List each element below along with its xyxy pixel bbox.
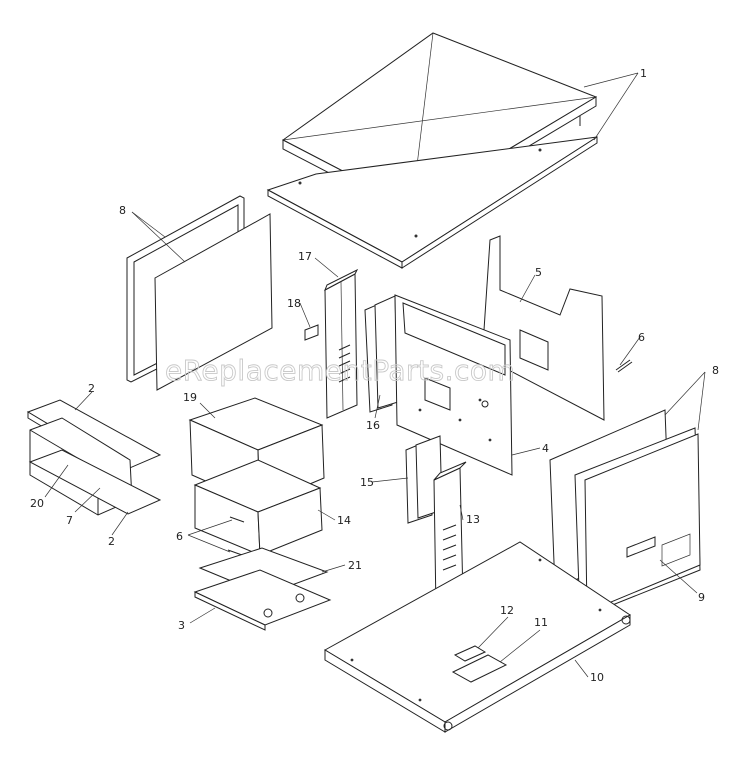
- callout-17: 17: [298, 250, 312, 263]
- part-6-clips-left: [227, 516, 245, 556]
- callout-6-left: 6: [176, 530, 183, 543]
- part-2-lid-lower: [28, 449, 162, 515]
- part-8-right-side-panels: [549, 409, 701, 619]
- part-4-control-frame: [394, 294, 513, 476]
- part-6-clip-right: [615, 359, 633, 373]
- callout-20: 20: [30, 497, 44, 510]
- callout-18: 18: [287, 297, 301, 310]
- callout-14: 14: [337, 514, 351, 527]
- callout-5: 5: [535, 266, 542, 279]
- part-13-front-column: [433, 461, 467, 611]
- callout-1: 1: [640, 67, 647, 80]
- part-10-base-frame: [323, 541, 631, 733]
- callout-2-lower: 2: [108, 535, 115, 548]
- callout-7: 7: [66, 514, 73, 527]
- part-17-side-bracket: [324, 268, 359, 419]
- callout-8-left: 8: [119, 204, 126, 217]
- part-8-left-side-panels: [126, 195, 273, 391]
- callout-10: 10: [590, 671, 604, 684]
- callout-16: 16: [366, 419, 380, 432]
- callout-13: 13: [466, 513, 480, 526]
- part-5-back-panel: [479, 235, 605, 421]
- callout-11: 11: [534, 616, 548, 629]
- callout-12: 12: [500, 604, 514, 617]
- part-3-base-tray: [193, 569, 332, 631]
- callout-15: 15: [360, 476, 374, 489]
- callout-6-right: 6: [638, 331, 645, 344]
- part-18-label: [304, 324, 319, 341]
- callout-2-upper: 2: [88, 382, 95, 395]
- part-14-lower-box: [193, 459, 323, 556]
- callout-19: 19: [183, 391, 197, 404]
- callout-8-right: 8: [712, 364, 719, 377]
- leader-lines: [44, 72, 706, 678]
- callout-21: 21: [348, 559, 362, 572]
- watermark-text: eReplacementParts.com: [165, 354, 515, 387]
- part-1-top-panel: [266, 136, 598, 269]
- callout-3: 3: [178, 619, 185, 632]
- callout-4: 4: [542, 442, 549, 455]
- callout-labels: 1 8 17 18 5 6 8 2 19 16 4 15 20 7 2 13 1…: [30, 67, 719, 684]
- callout-9: 9: [698, 591, 705, 604]
- part-16-bracket: [364, 295, 399, 413]
